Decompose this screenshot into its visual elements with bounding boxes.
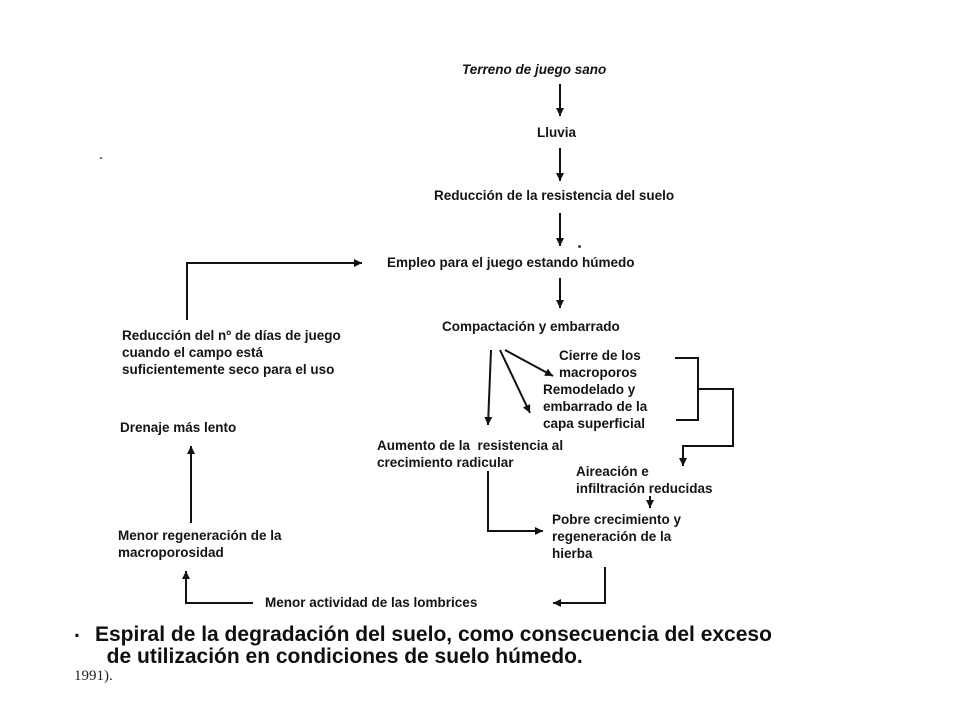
arrow-growth-to-earthworms (553, 567, 606, 607)
node-wet-play: Empleo para el juego estando húmedo (387, 255, 635, 270)
arrow-bracket-to-aeration (679, 388, 734, 466)
arrow-compaction-to-macropores (504, 349, 554, 377)
scan-speck (578, 245, 581, 248)
caption-citation: 1991). (74, 668, 113, 684)
node-compaction: Compactación y embarrado (442, 319, 620, 334)
node-macropore-closure: Cierre de los macroporos (559, 348, 641, 380)
node-surface-remodel: Remodelado y embarrado de la capa superf… (543, 382, 648, 431)
arrow-root-to-growth (487, 471, 543, 535)
node-reduced-aeration: Aireación e infiltración reducidas (576, 464, 713, 496)
arrow-compaction-to-root (484, 349, 493, 426)
node-rain: Lluvia (537, 125, 577, 140)
node-fewer-days: Reducción del nº de días de juego cuando… (122, 328, 341, 377)
arrow-earthworms-to-regeneration (182, 571, 253, 604)
node-less-regeneration: Menor regeneración de la macroporosidad (118, 528, 282, 560)
caption-lead: . (74, 619, 80, 642)
arrow-fewerdays-to-wetplay (186, 259, 362, 320)
bracket-macropores (675, 357, 699, 421)
node-poor-growth: Pobre crecimiento y regeneración de la h… (552, 512, 682, 561)
node-earthworms: Menor actividad de las lombrices (265, 595, 478, 610)
node-slower-drainage: Drenaje más lento (120, 420, 237, 435)
node-healthy-field: Terreno de juego sano (462, 62, 607, 77)
arrow-compaction-to-remodel (499, 349, 531, 414)
node-soil-strength-reduction: Reducción de la resistencia del suelo (434, 188, 675, 203)
scan-speck (100, 157, 102, 159)
node-root-resistance: Aumento de la resistencia al crecimiento… (377, 438, 564, 470)
caption-text: Espiral de la degradación del suelo, com… (95, 623, 772, 668)
